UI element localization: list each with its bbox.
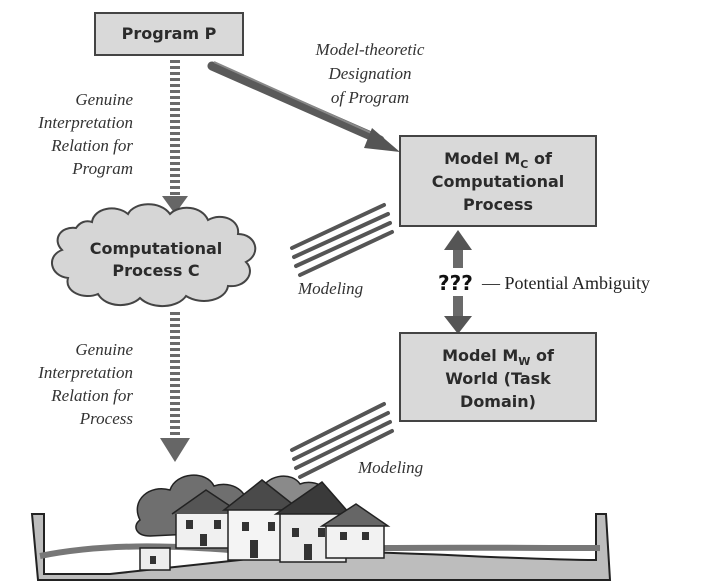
model-w-line3: Domain) — [460, 392, 536, 411]
svg-text:Interpretation: Interpretation — [37, 113, 133, 132]
modeling-upper-label: Modeling — [297, 279, 363, 298]
ambiguity-marks: ??? — [438, 271, 473, 295]
model-c-box: Model MC of Computational Process — [399, 135, 597, 227]
svg-text:Designation: Designation — [327, 64, 411, 83]
process-cloud-line2: Process C — [112, 261, 199, 280]
modeling-lower-label: Modeling — [357, 458, 423, 477]
designation-arrow — [207, 61, 400, 152]
ambiguity-arrow — [444, 230, 472, 334]
svg-text:of Program: of Program — [331, 88, 409, 107]
svg-text:Relation for: Relation for — [50, 136, 133, 155]
genuine-program-label: Genuine Interpretation Relation for Prog… — [37, 90, 133, 178]
genuine-process-label: Genuine Interpretation Relation for Proc… — [37, 340, 133, 428]
program-to-process-arrow — [162, 60, 188, 214]
model-c-line3: Process — [463, 195, 533, 214]
svg-text:Process: Process — [79, 409, 134, 428]
svg-text:Model-theoretic: Model-theoretic — [315, 40, 425, 59]
model-c-line1: Model MC of — [444, 149, 553, 171]
model-theoretic-label: Model-theoretic Designation of Program — [315, 40, 425, 107]
program-box: Program P — [94, 12, 244, 56]
svg-text:Program: Program — [71, 159, 133, 178]
svg-text:Genuine: Genuine — [75, 340, 133, 359]
svg-text:Interpretation: Interpretation — [37, 363, 133, 382]
process-cloud: Computational Process C — [51, 203, 257, 307]
world-landscape-illustration — [30, 474, 612, 581]
process-to-world-arrow — [160, 312, 190, 462]
modeling-upper-marks — [290, 203, 394, 277]
ambiguity-text: — Potential Ambiguity — [481, 273, 650, 293]
model-w-line1: Model MW of — [442, 346, 555, 368]
model-w-box: Model MW of World (Task Domain) — [399, 332, 597, 422]
svg-text:Genuine: Genuine — [75, 90, 133, 109]
model-w-line2: World (Task — [445, 369, 551, 388]
program-box-label: Program P — [122, 24, 217, 43]
svg-text:Relation for: Relation for — [50, 386, 133, 405]
model-c-line2: Computational — [432, 172, 565, 191]
process-cloud-line1: Computational — [90, 239, 223, 258]
modeling-lower-marks — [290, 402, 394, 479]
